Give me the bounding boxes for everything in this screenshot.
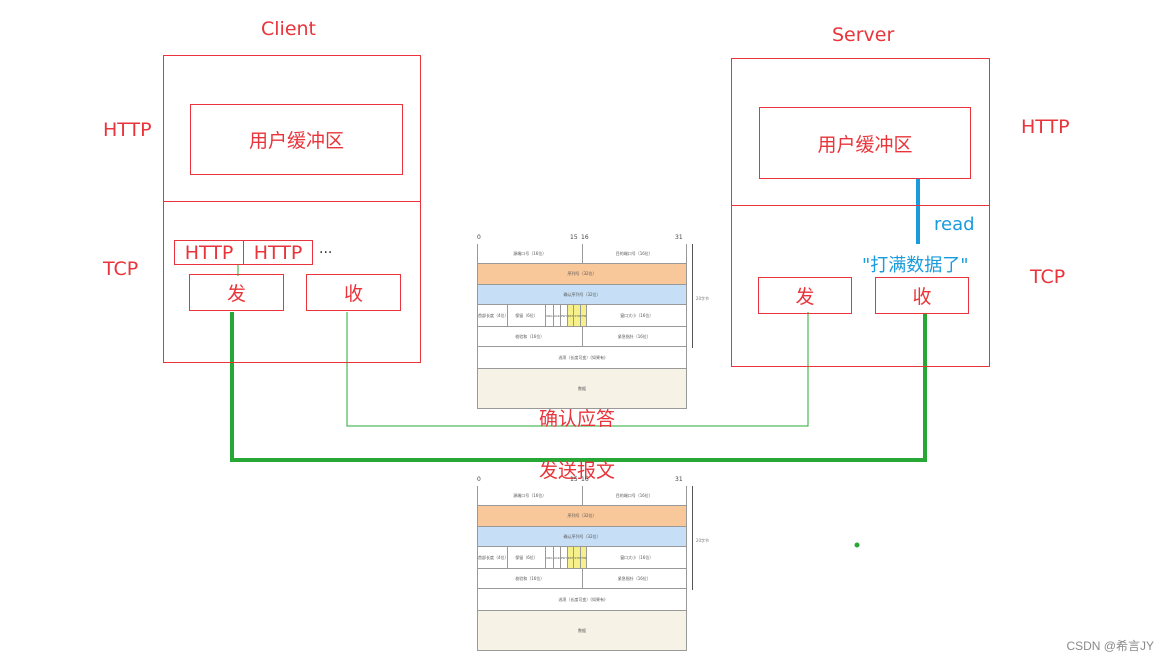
- tcp-header-diagram-ack: 0 15 16 31 源端口号（16位） 目的端口号（16位） 序列号（32位）…: [477, 234, 709, 409]
- flag-urg: URG: [546, 305, 554, 326]
- tcp-header-diagram-send: 0 15 16 31 源端口号（16位） 目的端口号（16位） 序列号（32位）…: [477, 476, 709, 651]
- bit-ruler: 0 15 16 31: [477, 234, 683, 241]
- server-user-buffer: 用户缓冲区: [759, 107, 971, 179]
- window-field: 窗口大小（16位）: [620, 312, 654, 318]
- port-row: 源端口号（16位） 目的端口号（16位）: [477, 244, 687, 264]
- ack-row: 确认序列号（32位）: [477, 527, 687, 547]
- client-http-segment-2: HTTP: [243, 240, 313, 265]
- send-path: [230, 312, 927, 462]
- flag-fin: FIN: [581, 305, 588, 326]
- checksum-field: 校验和（16位）: [478, 569, 583, 588]
- flags-row: 首部长度（4位） 保留（6位） URG ACK PSH RST SYN FIN …: [477, 547, 687, 569]
- flag-fin: FIN: [581, 547, 588, 568]
- header-length-field: 首部长度（4位）: [478, 305, 509, 326]
- send-message-label: 发送报文: [539, 460, 616, 482]
- checksum-row: 校验和（16位） 紧急指针（16位）: [477, 569, 687, 589]
- flag-psh: PSH: [561, 547, 568, 568]
- server-recv-buffer: 收: [875, 277, 969, 314]
- client-title: Client: [261, 18, 317, 40]
- client-recv-label: 收: [343, 283, 363, 305]
- server-user-buffer-label: 用户缓冲区: [817, 133, 913, 156]
- data-row: 数据: [477, 369, 687, 409]
- seq-row: 序列号（32位）: [477, 506, 687, 527]
- flags-row: 首部长度（4位） 保留（6位） URG ACK PSH RST SYN FIN …: [477, 305, 687, 327]
- flag-psh: PSH: [561, 305, 568, 326]
- dst-port-field: 目的端口号（16位）: [615, 250, 653, 256]
- reserved-field: 保留（6位）: [508, 305, 546, 326]
- client-http-label: HTTP: [103, 119, 152, 141]
- header-size-label: 20字节: [695, 538, 709, 543]
- header-length-field: 首部长度（4位）: [478, 547, 509, 568]
- src-port-field: 源端口号（16位）: [478, 244, 583, 263]
- flag-ack: ACK: [554, 305, 561, 326]
- checksum-field: 校验和（16位）: [478, 327, 583, 346]
- ack-label: 确认应答: [539, 408, 616, 430]
- port-row: 源端口号（16位） 目的端口号（16位）: [477, 486, 687, 506]
- flag-ack: ACK: [554, 547, 561, 568]
- header-size-label: 20字节: [695, 296, 709, 301]
- checksum-row: 校验和（16位） 紧急指针（16位）: [477, 327, 687, 347]
- window-field: 窗口大小（16位）: [620, 554, 654, 560]
- server-recv-label: 收: [912, 286, 932, 308]
- flag-rst: RST: [567, 547, 575, 568]
- watermark: CSDN @希言JY: [1066, 639, 1154, 653]
- ack-path: [346, 312, 809, 427]
- flag-rst: RST: [567, 305, 575, 326]
- bit-ruler: 0 15 16 31: [477, 476, 683, 483]
- client-divider: [163, 201, 421, 202]
- client-box: [163, 55, 421, 363]
- header-bracket: [688, 486, 693, 590]
- client-user-buffer: 用户缓冲区: [190, 104, 403, 175]
- server-send-label: 发: [795, 286, 815, 308]
- server-http-label: HTTP: [1021, 116, 1070, 138]
- client-send-buffer: 发: [189, 274, 284, 311]
- server-title: Server: [832, 24, 895, 46]
- urgent-pointer-field: 紧急指针（16位）: [617, 575, 651, 581]
- server-read-label: read: [934, 214, 975, 235]
- header-bracket: [688, 244, 693, 348]
- flag-syn: SYN: [574, 547, 582, 568]
- data-row: 数据: [477, 611, 687, 651]
- urgent-pointer-field: 紧急指针（16位）: [617, 333, 651, 339]
- segment-label: HTTP: [253, 241, 303, 264]
- ack-row: 确认序列号（32位）: [477, 285, 687, 305]
- flag-urg: URG: [546, 547, 554, 568]
- client-recv-buffer: 收: [306, 274, 401, 311]
- server-full-label: "打满数据了": [862, 255, 969, 276]
- server-send-buffer: 发: [758, 277, 852, 314]
- flag-syn: SYN: [574, 305, 582, 326]
- src-port-field: 源端口号（16位）: [478, 486, 583, 505]
- options-row: 选项（长度可变）(如果有): [477, 347, 687, 369]
- server-divider: [731, 205, 990, 206]
- seq-row: 序列号（32位）: [477, 264, 687, 285]
- segment-label: HTTP: [184, 241, 234, 264]
- dst-port-field: 目的端口号（16位）: [615, 492, 653, 498]
- client-tcp-label: TCP: [103, 258, 139, 280]
- client-send-label: 发: [226, 283, 246, 305]
- green-dot: [854, 542, 860, 548]
- client-http-segment-1: HTTP: [174, 240, 244, 265]
- reserved-field: 保留（6位）: [508, 547, 546, 568]
- server-tcp-label: TCP: [1030, 266, 1066, 288]
- client-ellipsis: ...: [319, 241, 333, 257]
- server-box: [731, 58, 990, 367]
- client-user-buffer-label: 用户缓冲区: [248, 130, 344, 152]
- options-row: 选项（长度可变）(如果有): [477, 589, 687, 611]
